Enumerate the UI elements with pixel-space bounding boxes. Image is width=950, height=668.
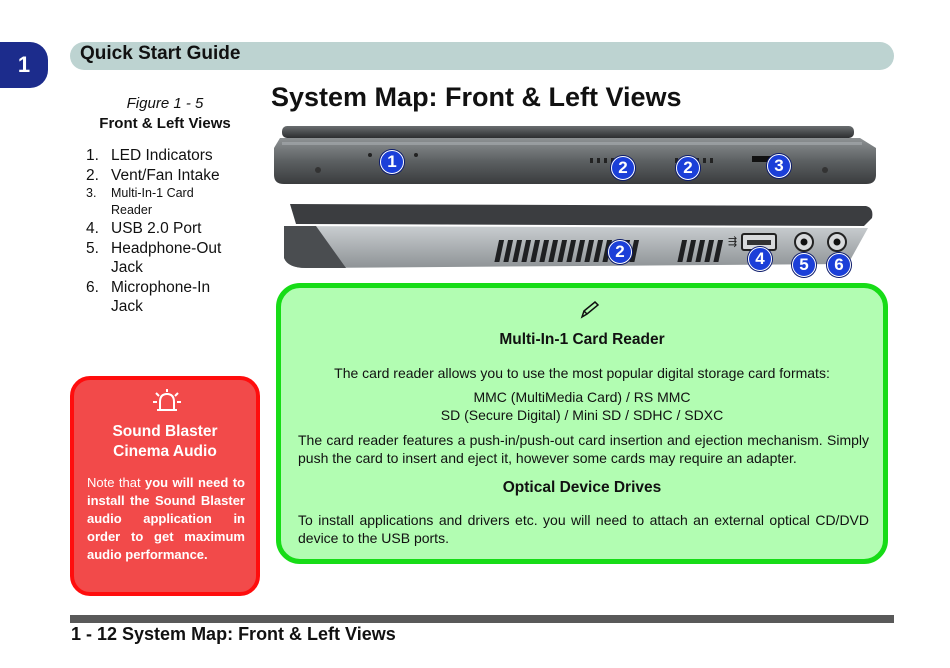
callout-badge: 2 — [608, 240, 632, 264]
pencil-icon — [580, 300, 600, 319]
item-text: Vent/Fan Intake — [111, 166, 220, 184]
callout-badge: 2 — [676, 156, 700, 180]
list-item: 3. Multi-In-1 Card Reader — [86, 185, 246, 219]
list-item: 1. LED Indicators — [86, 146, 246, 166]
formats-line: SD (Secure Digital) / Mini SD / SDHC / S… — [440, 407, 724, 423]
card-reader-intro: The card reader allows you to use the mo… — [334, 365, 830, 381]
figure-number: Figure 1 - 5 — [126, 95, 204, 112]
callout-badge: 1 — [380, 150, 404, 174]
item-number: 4. — [86, 220, 99, 237]
laptop-left-view: ⇶ — [284, 204, 873, 268]
list-item: 4. USB 2.0 Port — [86, 219, 246, 239]
callout-badge: 3 — [767, 154, 791, 178]
note-bold: you will need to install the Sound Blast… — [87, 475, 245, 562]
chapter-tab: 1 — [0, 42, 48, 88]
info-box: Multi-In-1 Card Reader The card reader a… — [276, 283, 888, 564]
page-title: System Map: Front & Left Views — [271, 82, 682, 112]
card-reader-mechanism: The card reader features a push-in/push-… — [298, 432, 869, 466]
sound-blaster-note: Note that you will need to install the S… — [87, 474, 245, 564]
svg-text:⇶: ⇶ — [728, 235, 737, 248]
footer-text: 1 - 12 System Map: Front & Left Views — [71, 624, 396, 644]
item-text: Microphone-In Jack — [111, 278, 211, 316]
chapter-number: 1 — [17, 52, 31, 77]
callout-badge: 2 — [611, 156, 635, 180]
callout-badge: 5 — [792, 253, 816, 277]
item-text: Headphone-Out Jack — [111, 239, 222, 277]
optical-drives-heading: Optical Device Drives — [502, 479, 662, 496]
optical-drives-text: To install applications and drivers etc.… — [298, 512, 869, 546]
item-text: Multi-In-1 Card Reader — [111, 186, 194, 217]
list-item: 6. Microphone-In Jack — [86, 278, 246, 317]
sound-blaster-callout: Sound Blaster Cinema Audio Note that you… — [70, 376, 260, 596]
callout-badge: 4 — [748, 247, 772, 271]
list-item: 5. Headphone-Out Jack — [86, 239, 246, 278]
item-number: 2. — [86, 166, 99, 184]
item-number: 6. — [86, 278, 99, 296]
note-prefix: Note that — [87, 475, 146, 490]
header-bar — [70, 42, 894, 70]
item-text: LED Indicators — [111, 147, 213, 164]
footer-bar — [70, 615, 894, 623]
figure-legend: 1. LED Indicators 2. Vent/Fan Intake 3. Mul… — [86, 146, 246, 317]
sound-blaster-title: Sound Blaster Cinema Audio — [74, 422, 256, 461]
callout-badge: 6 — [827, 253, 851, 277]
title-line: Cinema Audio — [113, 442, 217, 460]
header-title: Quick Start Guide — [80, 43, 241, 64]
item-number: 3. — [86, 186, 97, 200]
formats-line: MMC (MultiMedia Card) / RS MMC — [473, 389, 691, 405]
figure-title: Front & Left Views — [99, 115, 231, 132]
item-number: 1. — [86, 147, 99, 164]
laptop-front-view — [274, 126, 876, 184]
item-number: 5. — [86, 239, 99, 257]
list-item: 2. Vent/Fan Intake — [86, 166, 246, 186]
item-text: USB 2.0 Port — [111, 220, 202, 237]
card-reader-heading: Multi-In-1 Card Reader — [499, 331, 665, 348]
title-line: Sound Blaster — [112, 423, 218, 440]
alarm-bell-icon — [153, 389, 181, 411]
